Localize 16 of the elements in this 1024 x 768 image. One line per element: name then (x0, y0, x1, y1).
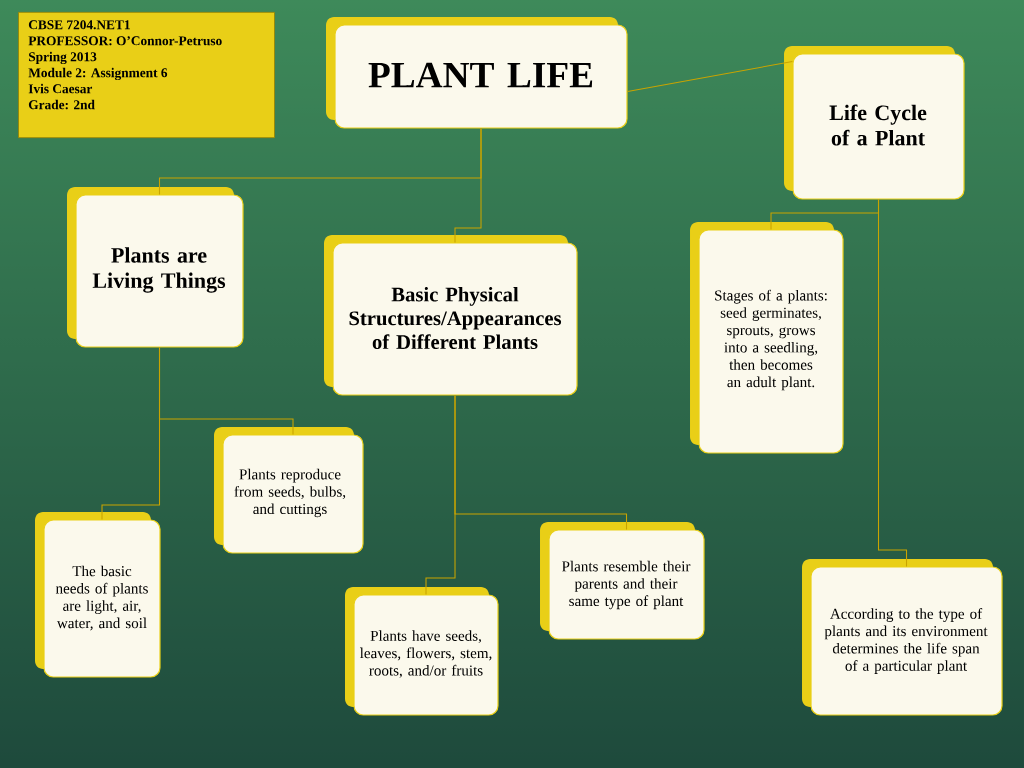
connector-line (101, 347, 161, 520)
info-card: CBSE 7204.NET1 PROFESSOR: O’Connor-Petruso Spring 2013 Module 2: Assignment 6 Ivis Caesar Grade: 2nd (18, 11, 275, 139)
topic-box: Life Cycle of a Plant (784, 46, 965, 200)
fact-box: According to the type of plants and its environment determines the life span of a particular plant (802, 559, 1003, 716)
fact-box: Plants resemble their parents and their same type of plant (540, 522, 705, 640)
topic-box: PLANT LIFE (326, 17, 628, 129)
fact-box: Stages of a plants: seed germinates, sprouts, grows into a seedling, then becomes an adult plant. (690, 222, 844, 454)
connector-line (454, 128, 482, 243)
connector-line (425, 395, 456, 595)
connector-line (877, 199, 908, 567)
fact-box: The basic needs of plants are light, air, water, and soil (35, 512, 161, 678)
topic-box: Plants are Living Things (67, 187, 244, 348)
topic-box: Basic Physical Structures/Appearances of Different Plants (324, 235, 578, 396)
fact-box: Plants have seeds, leaves, flowers, stem, roots, and/or fruits (345, 587, 499, 716)
fact-box: Plants reproduce from seeds, bulbs, and cuttings (214, 427, 364, 554)
connector-line (627, 60, 793, 93)
